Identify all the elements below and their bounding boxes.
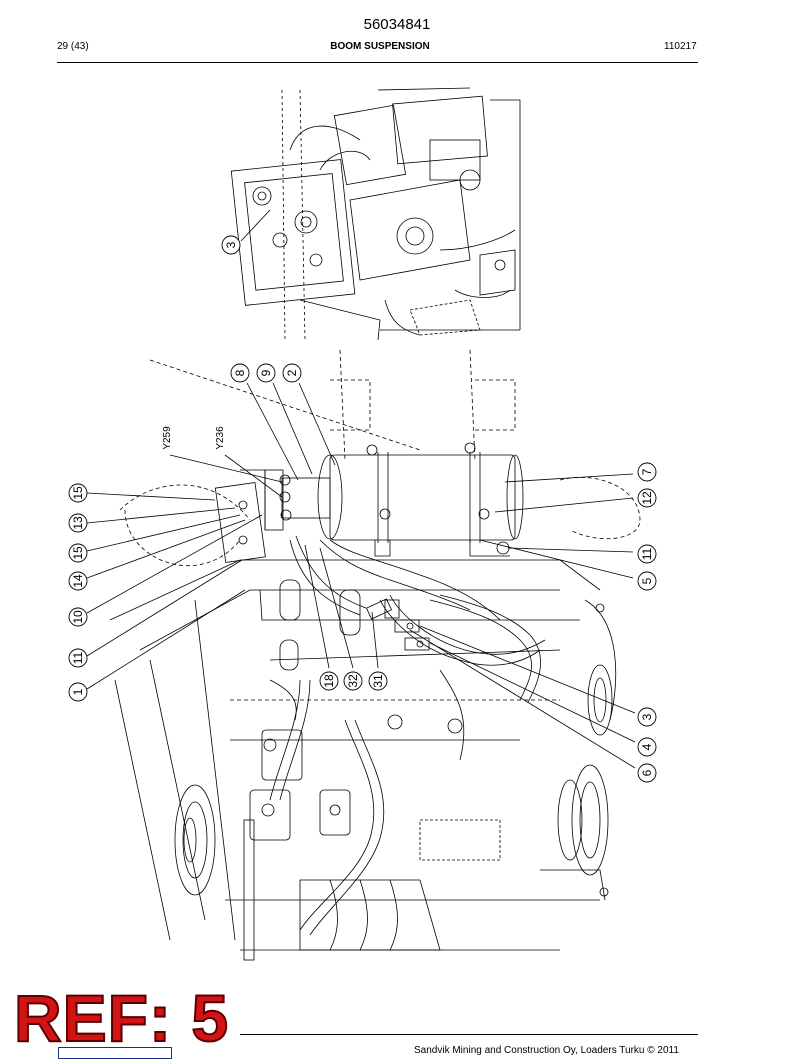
callout-label: 10 (71, 610, 85, 624)
callout-label: 31 (371, 674, 385, 688)
leader-lines (86, 382, 636, 769)
callout-label: 15 (71, 546, 85, 560)
callout-label: 8 (233, 369, 247, 376)
callout-label: 32 (346, 674, 360, 688)
callout-label: 14 (71, 574, 85, 588)
callout-label: 11 (71, 651, 85, 664)
callout-label: 15 (71, 486, 85, 500)
main-figure (109, 349, 641, 961)
signal-label-y259: Y259 (162, 426, 173, 450)
document-number: 56034841 (363, 16, 431, 33)
callout-top-label: 3 (224, 241, 238, 248)
callout-top-3 (221, 209, 271, 255)
footer-copyright: Sandvik Mining and Construction Oy, Load… (414, 1045, 679, 1056)
callout-label: 9 (259, 369, 273, 376)
callout-label: 7 (640, 468, 654, 475)
callout-label: 18 (322, 674, 336, 688)
page-number: 29 (43) (57, 41, 89, 52)
callout-label: 1 (71, 688, 85, 695)
callout-label: 12 (640, 491, 654, 505)
footer-rule (240, 1034, 698, 1035)
callout-label: 2 (285, 369, 299, 376)
section-title: BOOM SUSPENSION (330, 41, 430, 52)
header-rule (57, 62, 698, 63)
signal-label-y236: Y236 (215, 426, 226, 450)
callout-label: 3 (640, 713, 654, 720)
callout-label: 13 (71, 516, 85, 530)
callout-label: 5 (640, 577, 654, 584)
signal-labels: Y259 Y236 (162, 426, 226, 450)
date-code: 110217 (664, 41, 697, 52)
callout-circles (68, 363, 657, 783)
callout-labels: 3 8 9 2 7 12 11 5 15 13 15 14 10 11 1 18… (71, 241, 654, 776)
callout-label: 4 (640, 743, 654, 750)
callout-label: 6 (640, 769, 654, 776)
ref-stamp: REF: 5 (13, 981, 230, 1055)
top-figure (230, 87, 521, 341)
callout-label: 11 (640, 547, 654, 560)
